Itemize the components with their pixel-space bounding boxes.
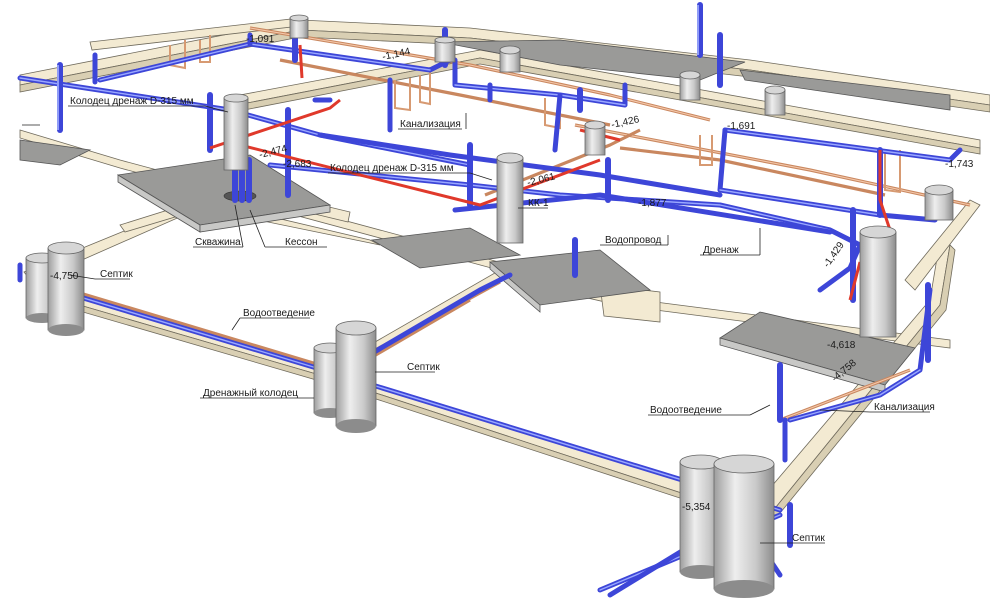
elevation-10: -1,429 <box>821 240 847 270</box>
label-septic-middle: Септик <box>407 362 440 373</box>
elevation-12: -4,618 <box>827 340 856 351</box>
elevation-4: -1,691 <box>727 121 756 132</box>
drainage-well-1 <box>223 93 249 171</box>
water-supply-pipes <box>209 44 892 301</box>
label-leaders <box>22 105 930 544</box>
back-well-1 <box>499 45 521 73</box>
elevation-8: -2,061 <box>526 171 557 189</box>
label-caisson: Кессон <box>285 237 318 248</box>
elevation-1: -1,091 <box>246 34 275 45</box>
septic-right <box>679 454 775 598</box>
elevation-3: -1,426 <box>610 114 640 131</box>
label-drainage-pit: Дренажный колодец <box>203 388 298 399</box>
elevation-11: -4,750 <box>50 271 79 282</box>
back-well-3 <box>764 85 786 116</box>
drainage-well-right <box>859 225 897 338</box>
back-well-5 <box>924 184 954 221</box>
label-drainage-well-1: Колодец дренаж D-315 мм <box>70 96 194 107</box>
label-drainage: Дренаж <box>703 245 739 256</box>
concrete-slabs <box>19 39 951 393</box>
label-sewer-right: Канализация <box>874 402 935 413</box>
back-well-2 <box>679 70 701 101</box>
elevation-2: -1,144 <box>381 46 411 63</box>
septic-left <box>25 241 85 336</box>
label-water-disposal-right: Водоотведение <box>650 405 722 416</box>
label-water-disposal-left: Водоотведение <box>243 308 315 319</box>
drainage-well-kk1 <box>496 152 524 244</box>
label-drainage-well-2: Колодец дренаж D-315 мм <box>330 163 454 174</box>
elevation-14: -5,354 <box>682 502 711 513</box>
elevation-9: -1,877 <box>638 198 667 209</box>
label-septic-left: Септик <box>100 269 133 280</box>
label-septic-right: Септик <box>792 533 825 544</box>
back-well-7 <box>434 36 456 63</box>
elevation-5: -1,743 <box>945 159 974 170</box>
label-water-supply: Водопровод <box>605 235 661 246</box>
back-well-6 <box>289 14 309 39</box>
wells <box>25 14 954 598</box>
label-kk1: КК-1 <box>528 198 549 209</box>
label-sewer-top: Канализация <box>400 119 461 130</box>
back-well-4 <box>584 120 606 156</box>
text-labels: Колодец дренаж D-315 мм Колодец дренаж D… <box>70 96 935 544</box>
elevation-7: -2,683 <box>283 159 312 170</box>
septic-middle <box>313 320 377 433</box>
label-borehole: Скважина <box>195 237 241 248</box>
